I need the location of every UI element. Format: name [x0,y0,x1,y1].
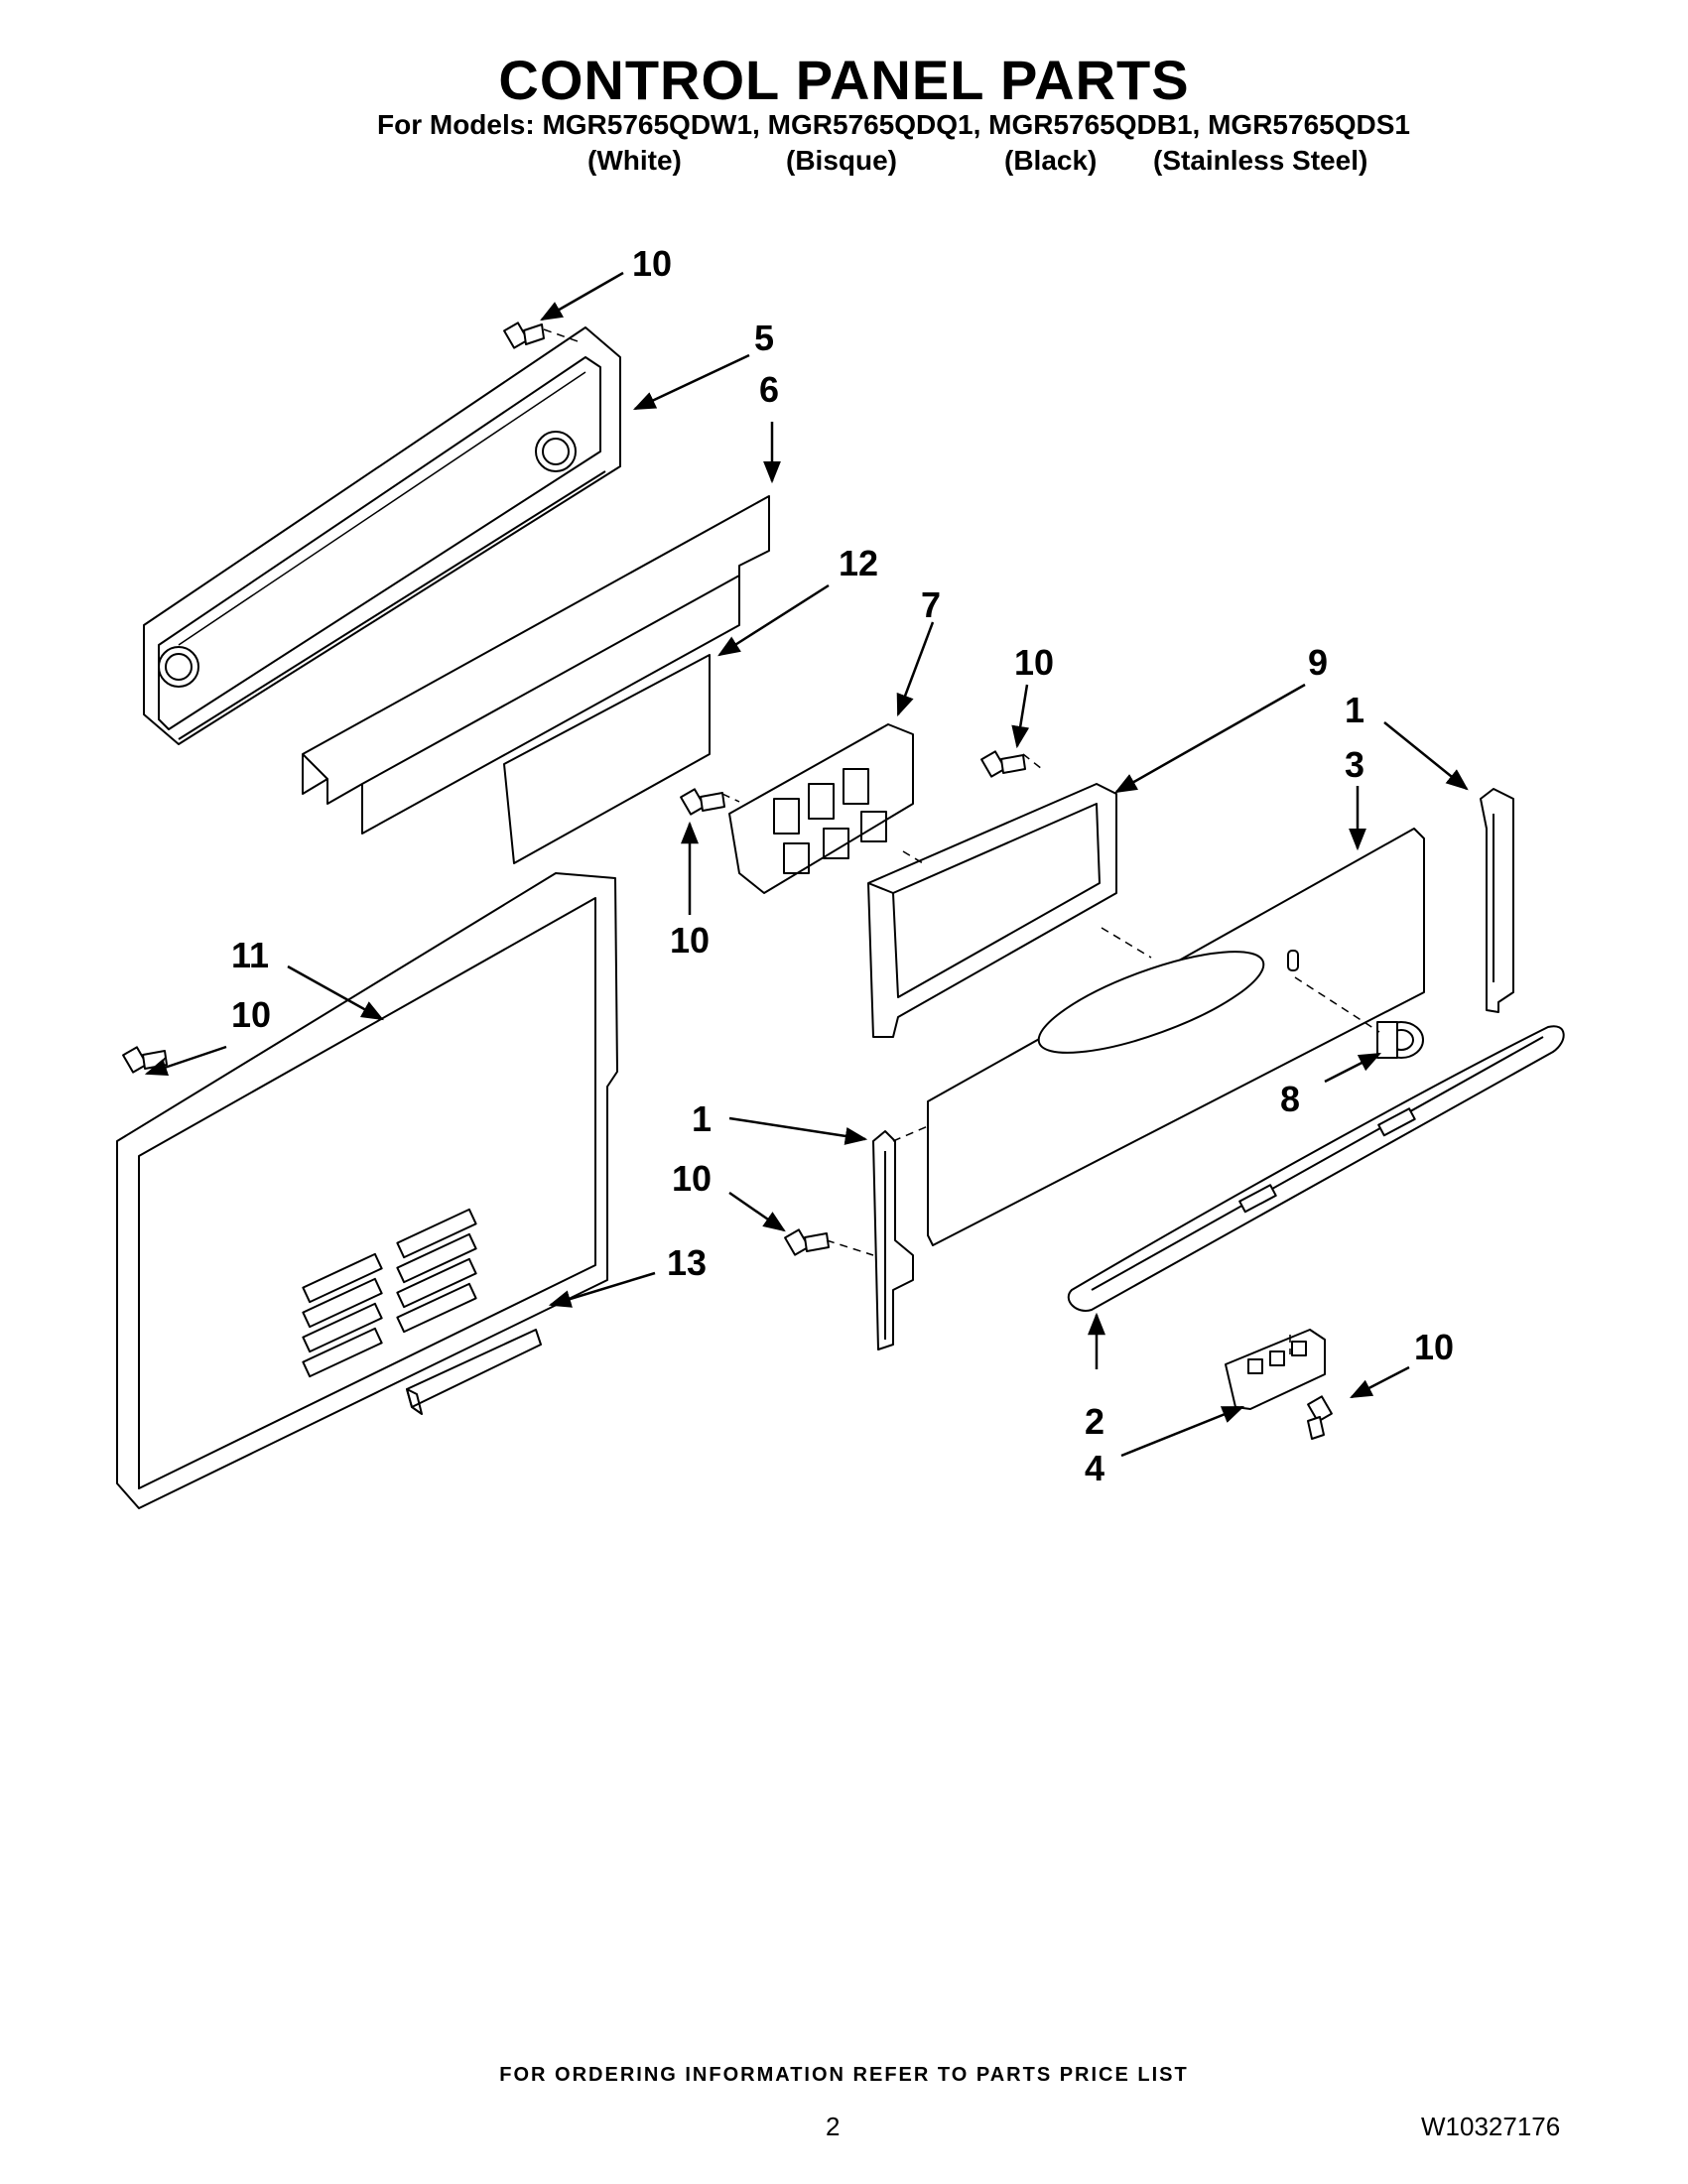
callout-arrows [144,271,1469,1458]
callout-10-mid: 10 [670,920,710,961]
page-title: CONTROL PANEL PARTS [498,49,1190,111]
display-bracket-part [867,783,1117,1038]
finish-stainless-steel: (Stainless Steel) [1153,145,1368,176]
callout-10-top: 10 [632,243,672,284]
page-number: 2 [826,2112,841,2141]
top-bracket-part [143,326,621,745]
callout-11: 11 [231,935,269,975]
callout-10-left: 10 [231,994,271,1035]
end-cap-part [1480,788,1514,1013]
electronic-control-part [728,723,914,894]
ordering-note: FOR ORDERING INFORMATION REFER TO PARTS … [499,2064,1189,2086]
callout-10-bottom: 10 [1414,1327,1454,1367]
insulation-part [503,654,711,864]
callout-10-lower: 10 [672,1158,712,1199]
document-number: W10327176 [1421,2112,1561,2141]
callout-3: 3 [1345,744,1364,785]
callout-9: 9 [1308,642,1328,683]
support-channel-part [302,495,770,835]
rear-panel-part [116,872,618,1509]
finish-bisque: (Bisque) [786,145,897,176]
assembly-lines [158,328,1380,1354]
callout-1-left: 1 [692,1098,712,1139]
terminal-block-part [1225,1329,1326,1410]
screw-part [980,750,1026,778]
callout-2: 2 [1085,1401,1104,1442]
selector-knob-part [1376,1021,1424,1059]
callout-4: 4 [1085,1448,1104,1488]
finish-black: (Black) [1004,145,1098,176]
callout-10-control: 10 [1014,642,1054,683]
screw-part [1307,1395,1333,1440]
callout-6: 6 [759,369,779,410]
callout-8: 8 [1280,1079,1300,1119]
control-panel-part [927,828,1425,1246]
callout-1-right: 1 [1345,690,1364,730]
screw-part [503,321,545,349]
callout-12: 12 [839,543,878,583]
small-bracket-part [406,1329,542,1415]
screw-part [680,788,725,816]
callout-7: 7 [921,584,941,625]
callout-labels: 10 5 6 12 7 10 9 1 3 10 11 10 1 10 8 13 … [231,243,1454,1488]
models-line: For Models: MGR5765QDW1, MGR5765QDQ1, MG… [377,109,1410,140]
trim-part [1067,1025,1565,1312]
callout-5: 5 [754,318,774,358]
screw-part [784,1228,830,1256]
end-cap-part [872,1130,914,1350]
finish-white: (White) [587,145,682,176]
callout-13: 13 [667,1242,707,1283]
